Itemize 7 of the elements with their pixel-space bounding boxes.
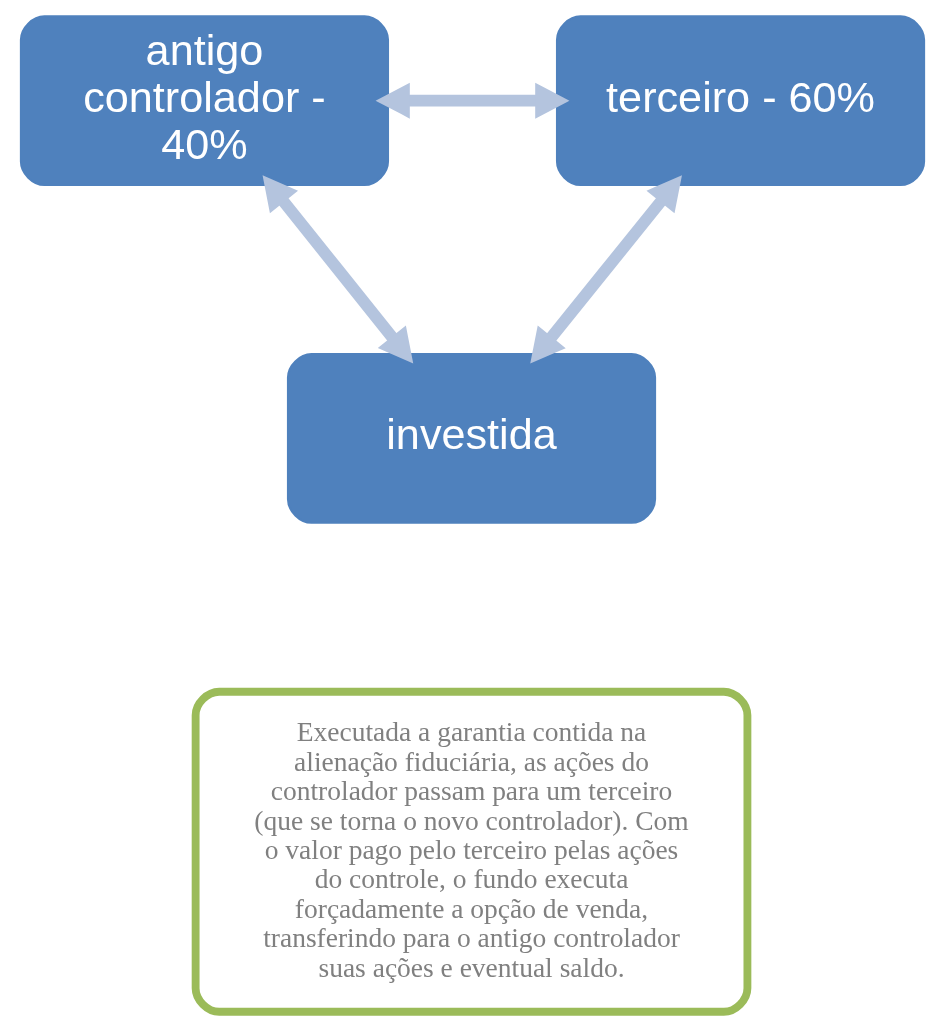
node-box: antigo controlador - 40% [19, 15, 389, 187]
node-box: investida [286, 352, 656, 524]
node-box: terceiro - 60% [555, 15, 925, 187]
arrow [375, 82, 569, 119]
node-box: Executada a garantia contida na alienação fiduciária, as ações do controlador passam para um terceiro (que se torna o novo controlador). Com o valor pago pelo terceiro pelas ações do controle, o fundo executa forçadamente a opção de venda, transferindo para o antigo controlador suas ações e eventual saldo. [191, 687, 751, 1016]
arrow [529, 175, 682, 364]
arrow [262, 175, 413, 364]
